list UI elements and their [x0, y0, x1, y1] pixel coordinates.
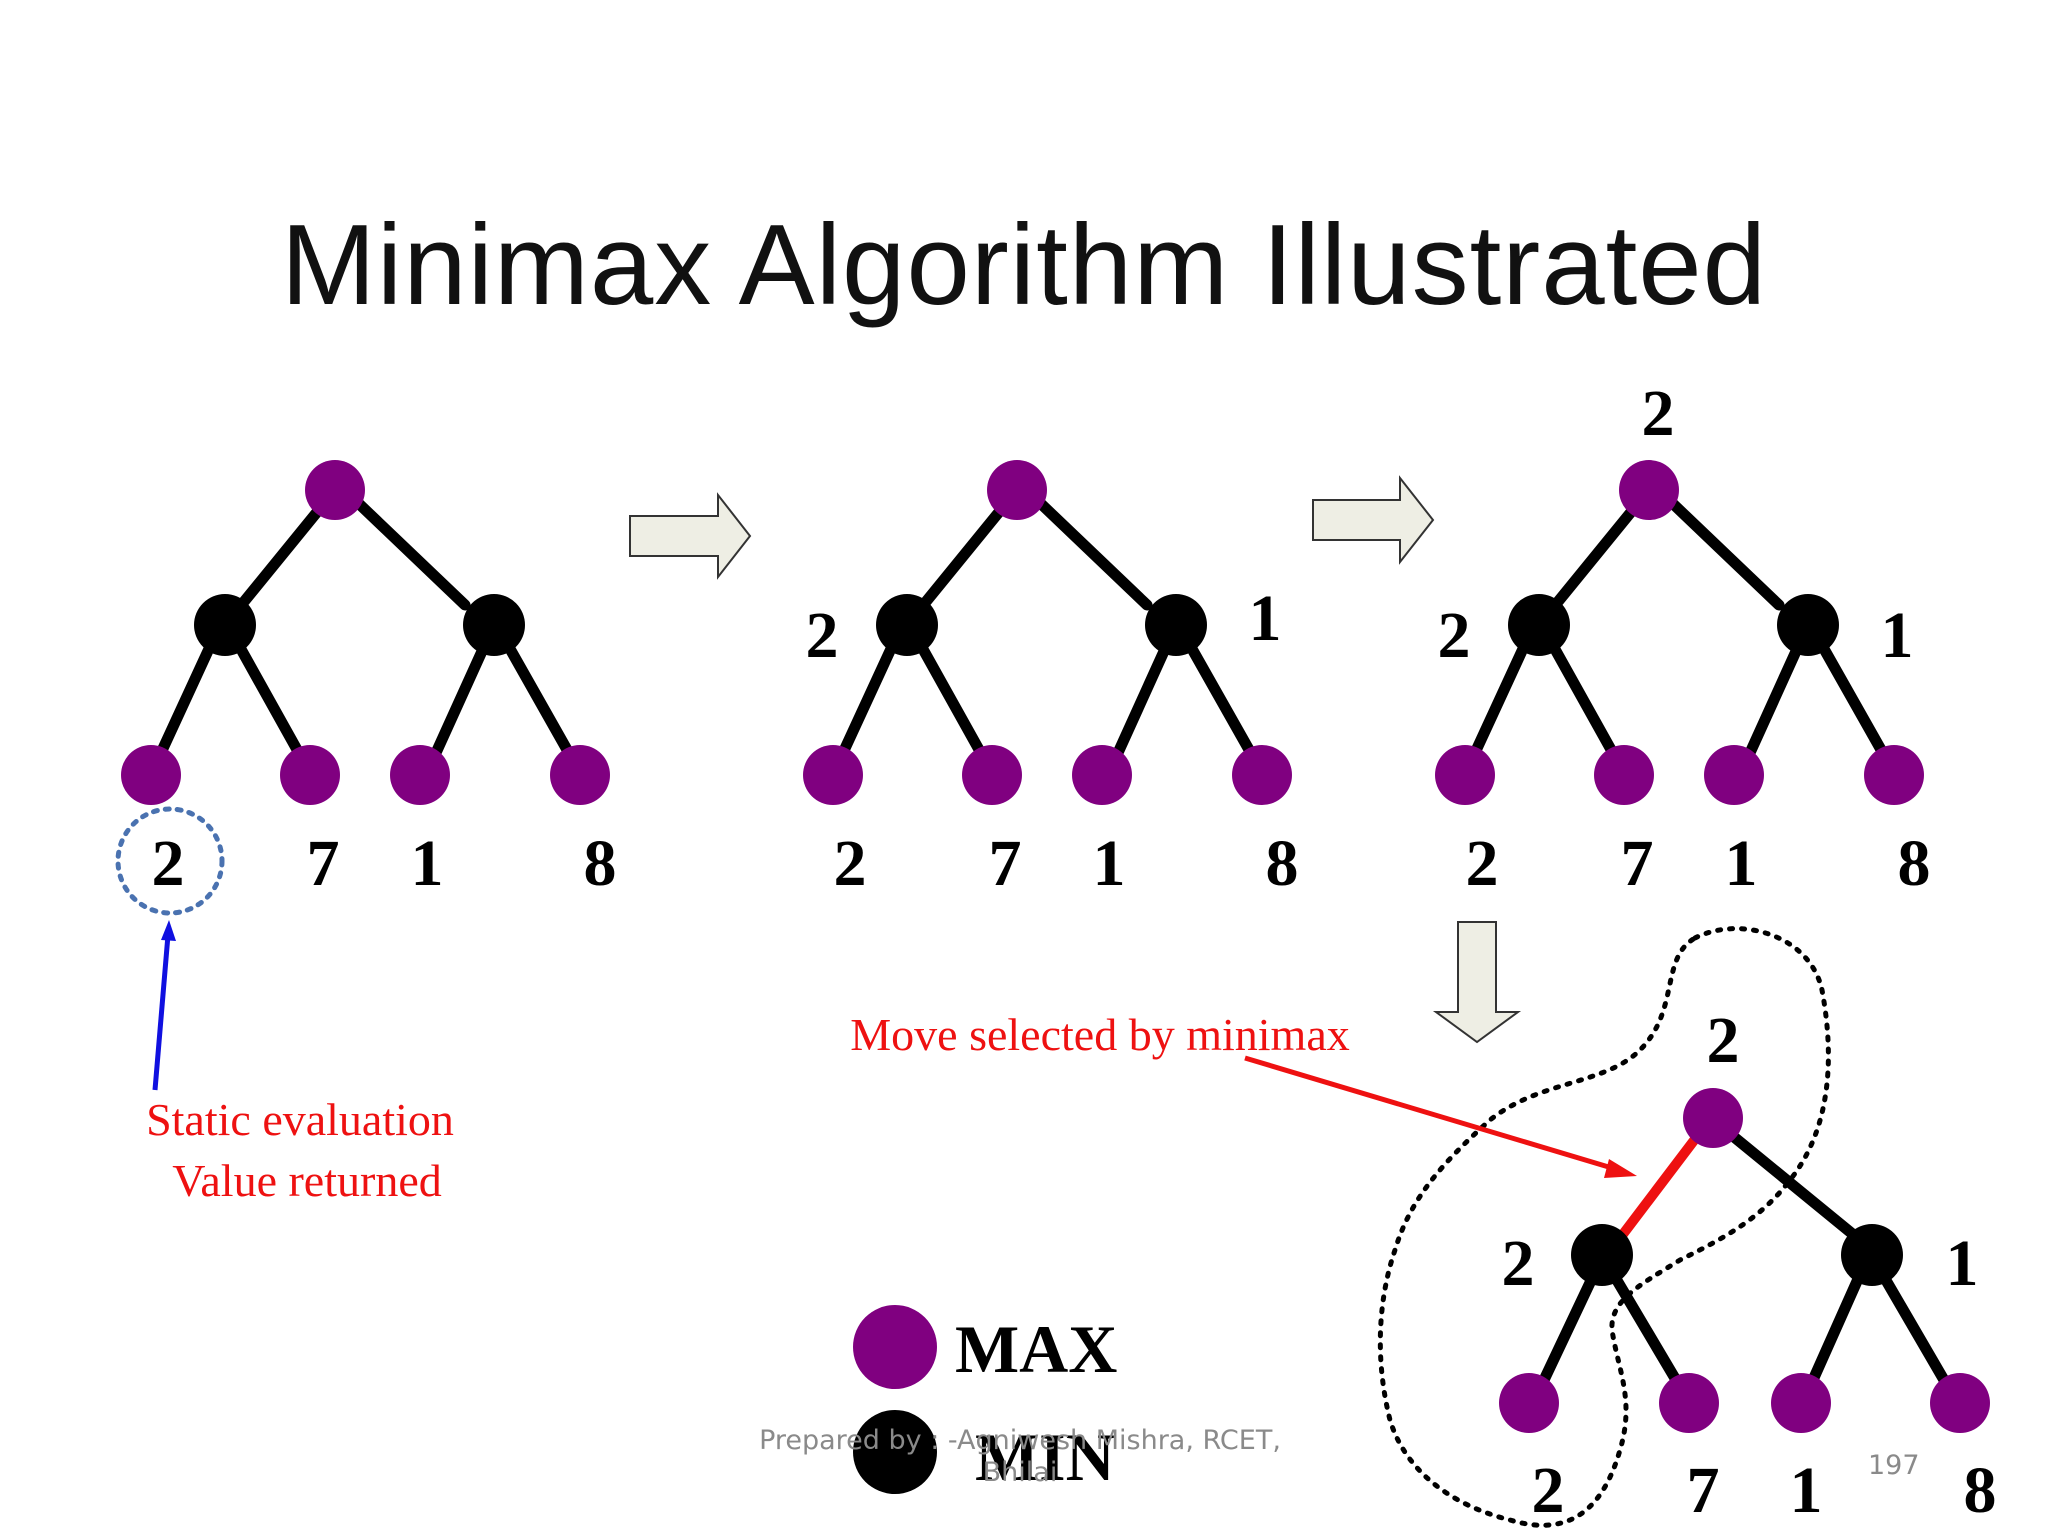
move-selected-arrow [1244, 1055, 1637, 1178]
leaf-max-node [1435, 745, 1495, 805]
leaf-max-node [1930, 1373, 1990, 1433]
step-arrow-right [1312, 475, 1435, 565]
min-node [1777, 594, 1839, 656]
min-node-value: 1 [1881, 599, 1914, 672]
min-node-value: 1 [1946, 1227, 1979, 1300]
leaf-value: 2 [1532, 1454, 1565, 1527]
max-node-value: 2 [1707, 1004, 1740, 1077]
leaf-max-node [803, 745, 863, 805]
leaf-value: 2 [834, 827, 867, 900]
leaf-max-node [1072, 745, 1132, 805]
legend-min-swatch [853, 1410, 937, 1494]
tree-step-4: 2 2 1 2 7 1 8 [1377, 926, 1997, 1528]
legend-min-label: MIN [975, 1419, 1115, 1495]
page-number: 197 [1868, 1450, 1920, 1481]
leaf-value: 7 [1621, 827, 1654, 900]
leaf-value: 2 [152, 827, 185, 900]
tree-step-3: 2 2 1 2 7 1 8 [1435, 377, 1931, 900]
static-eval-label-line1: Static evaluation [146, 1094, 454, 1145]
leaf-value: 1 [1790, 1454, 1823, 1527]
legend: MAX MIN [853, 1305, 1117, 1495]
leaf-max-node [1594, 745, 1654, 805]
min-node-value: 1 [1249, 582, 1282, 655]
leaf-value: 7 [989, 827, 1022, 900]
leaf-max-node [121, 745, 181, 805]
leaf-max-node [280, 745, 340, 805]
tree-step-2: 2 1 2 7 1 8 [803, 460, 1299, 900]
max-node [987, 460, 1047, 520]
static-eval-highlight-circle [115, 806, 225, 916]
min-node [194, 594, 256, 656]
max-node [305, 460, 365, 520]
leaf-value: 8 [1964, 1454, 1997, 1527]
leaf-max-node [1704, 745, 1764, 805]
leaf-value: 2 [1466, 827, 1499, 900]
leaf-max-node [962, 745, 1022, 805]
selected-path-outline [1377, 926, 1831, 1528]
legend-max-label: MAX [955, 1311, 1117, 1387]
step-arrow-right [629, 492, 752, 580]
static-eval-label-line2: Value returned [172, 1155, 442, 1206]
leaf-value: 8 [584, 827, 617, 900]
step-arrow-down [1432, 921, 1522, 1044]
leaf-value: 7 [1687, 1454, 1720, 1527]
min-node-value: 2 [1438, 599, 1471, 672]
min-node [1571, 1224, 1633, 1286]
move-selected-label: Move selected by minimax [850, 1009, 1350, 1060]
leaf-value: 1 [1093, 827, 1126, 900]
max-node [1619, 460, 1679, 520]
min-node-value: 2 [806, 599, 839, 672]
footer-author-line: Prepared by : -Agniwesh Mishra, RCET, [759, 1425, 1281, 1456]
max-node [1683, 1088, 1743, 1148]
leaf-value: 8 [1266, 827, 1299, 900]
tree-step-1: 2 7 1 8 [115, 460, 617, 916]
leaf-max-node [1771, 1373, 1831, 1433]
slide-footer: Prepared by : -Agniwesh Mishra, RCET, Bh… [740, 1425, 1300, 1489]
max-node-value: 2 [1642, 377, 1675, 450]
leaf-max-node [1232, 745, 1292, 805]
leaf-max-node [1864, 745, 1924, 805]
leaf-value: 8 [1898, 827, 1931, 900]
min-node [463, 594, 525, 656]
tree-edges [1538, 1122, 1950, 1386]
leaf-max-node [390, 745, 450, 805]
min-node [1145, 594, 1207, 656]
slide-title: Minimax Algorithm Illustrated [280, 202, 1768, 329]
leaf-value: 1 [411, 827, 444, 900]
leaf-max-node [1499, 1373, 1559, 1433]
legend-max-swatch [853, 1305, 937, 1389]
footer-location-line: Bhilai [982, 1457, 1058, 1488]
min-node [1841, 1224, 1903, 1286]
min-node-value: 2 [1502, 1227, 1535, 1300]
leaf-value: 1 [1725, 827, 1758, 900]
min-node [876, 594, 938, 656]
min-node [1508, 594, 1570, 656]
static-eval-arrow [152, 920, 176, 1091]
leaf-max-node [550, 745, 610, 805]
leaf-value: 7 [307, 827, 340, 900]
leaf-max-node [1659, 1373, 1719, 1433]
